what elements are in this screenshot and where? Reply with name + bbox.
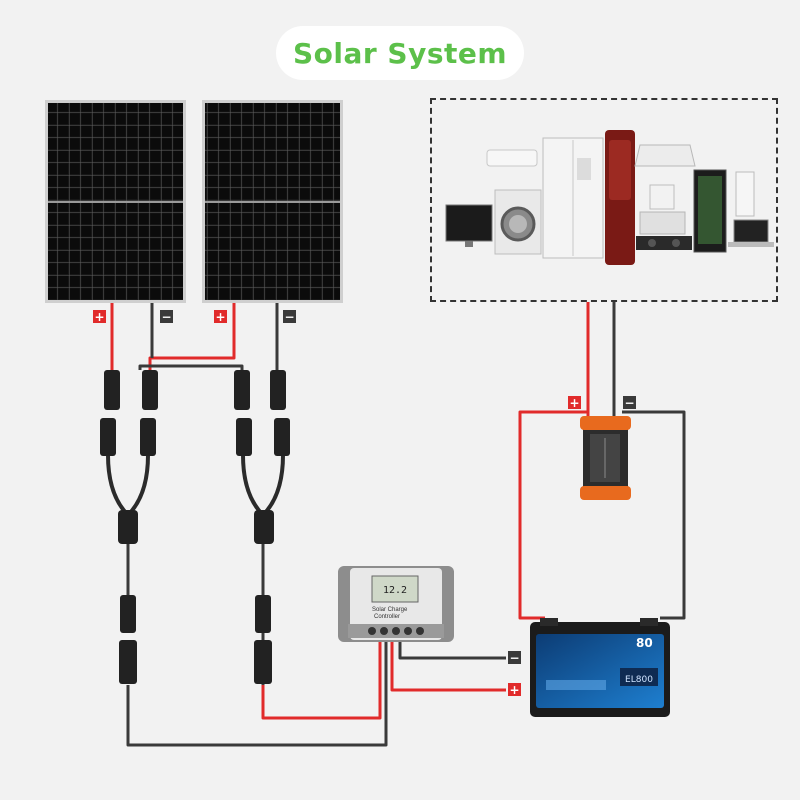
positive-sign: + — [93, 310, 106, 324]
positive-sign: + — [214, 310, 227, 324]
svg-text:+: + — [509, 683, 519, 697]
battery-capacity: 80 — [636, 636, 653, 650]
inverter-icon — [580, 416, 631, 500]
solar-panel-icon — [202, 100, 343, 303]
svg-text:+: + — [569, 396, 579, 410]
svg-text:+: + — [215, 310, 225, 324]
svg-text:+: + — [94, 310, 104, 324]
negative-sign: − — [623, 396, 636, 410]
household-appliances-icon — [445, 130, 774, 265]
charge-controller-icon — [338, 566, 454, 642]
controller-label-line1: Solar Charge — [372, 607, 408, 613]
positive-wires — [110, 302, 590, 720]
svg-text:−: − — [624, 396, 634, 410]
svg-text:−: − — [161, 310, 171, 324]
battery-model: EL800 — [625, 675, 653, 685]
battery-icon — [530, 618, 670, 717]
controller-lcd-reading: 12.2 — [383, 585, 407, 596]
svg-text:−: − — [284, 310, 294, 324]
solar-panel-icon — [45, 100, 186, 303]
positive-sign: + — [568, 396, 581, 410]
negative-sign: − — [283, 310, 296, 324]
mc4-connector-icon — [100, 370, 290, 684]
negative-sign: − — [508, 651, 521, 665]
controller-label-line2: Controller — [374, 614, 400, 620]
title-pill: Solar System — [276, 26, 524, 80]
negative-sign: − — [160, 310, 173, 324]
page-title: Solar System — [292, 36, 508, 70]
appliances-frame — [430, 98, 778, 302]
svg-text:−: − — [509, 651, 519, 665]
positive-sign: + — [508, 683, 521, 697]
